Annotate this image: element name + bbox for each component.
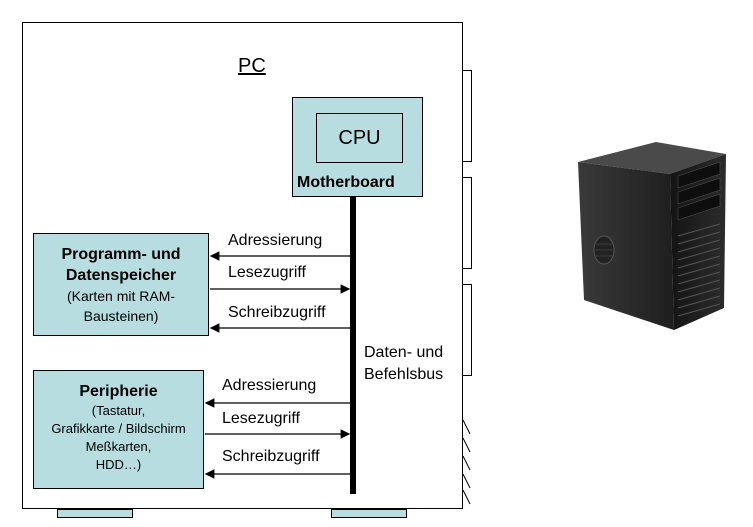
memory-title-line1: Programm- und bbox=[61, 246, 181, 263]
expansion-bracket bbox=[463, 177, 472, 269]
case-foot bbox=[57, 509, 133, 518]
peripherals-sub-line4: HDD…) bbox=[95, 457, 142, 472]
peripherals-sub-line1: (Tastatur, bbox=[91, 403, 146, 418]
peripherals-title: Peripherie bbox=[79, 383, 158, 400]
motherboard-label: Motherboard bbox=[297, 174, 395, 191]
memory-addressing-label: Adressierung bbox=[228, 232, 323, 249]
pc-title: PC bbox=[238, 55, 266, 77]
memory-sub-line1: (Karten mit RAM- bbox=[66, 288, 176, 304]
peripherals-sub-line2: Grafikkarte / Bildschirm bbox=[51, 421, 186, 436]
memory-sub-line2: Bausteinen) bbox=[83, 308, 159, 324]
memory-read-label: Lesezugriff bbox=[228, 264, 306, 281]
peripheral-addressing-label: Adressierung bbox=[222, 377, 317, 394]
bus-label: Daten- und Befehlsbus bbox=[364, 342, 443, 386]
bus-label-line1: Daten- und bbox=[364, 344, 444, 361]
memory-box: Programm- und Datenspeicher (Karten mit … bbox=[33, 233, 209, 336]
peripherals-box: Peripherie (Tastatur, Grafikkarte / Bild… bbox=[33, 370, 204, 489]
peripheral-read-label: Lesezugriff bbox=[222, 410, 300, 427]
memory-write-label: Schreibzugriff bbox=[228, 304, 326, 321]
pc-tower-icon bbox=[578, 142, 726, 330]
port-slash bbox=[462, 437, 471, 453]
port-slash bbox=[462, 489, 471, 505]
peripherals-sub-line3: Meßkarten, bbox=[85, 439, 152, 454]
peripheral-write-label: Schreibzugriff bbox=[222, 448, 320, 465]
case-foot bbox=[331, 509, 407, 518]
memory-title-line2: Datenspeicher bbox=[65, 267, 177, 284]
port-slash bbox=[462, 473, 471, 489]
bus-label-line2: Befehlsbus bbox=[364, 366, 444, 383]
expansion-bracket bbox=[463, 284, 472, 376]
cpu-box: CPU bbox=[316, 113, 403, 163]
expansion-bracket bbox=[463, 70, 472, 162]
port-slash bbox=[462, 455, 471, 471]
port-slash bbox=[462, 419, 471, 435]
data-command-bus bbox=[350, 197, 356, 494]
